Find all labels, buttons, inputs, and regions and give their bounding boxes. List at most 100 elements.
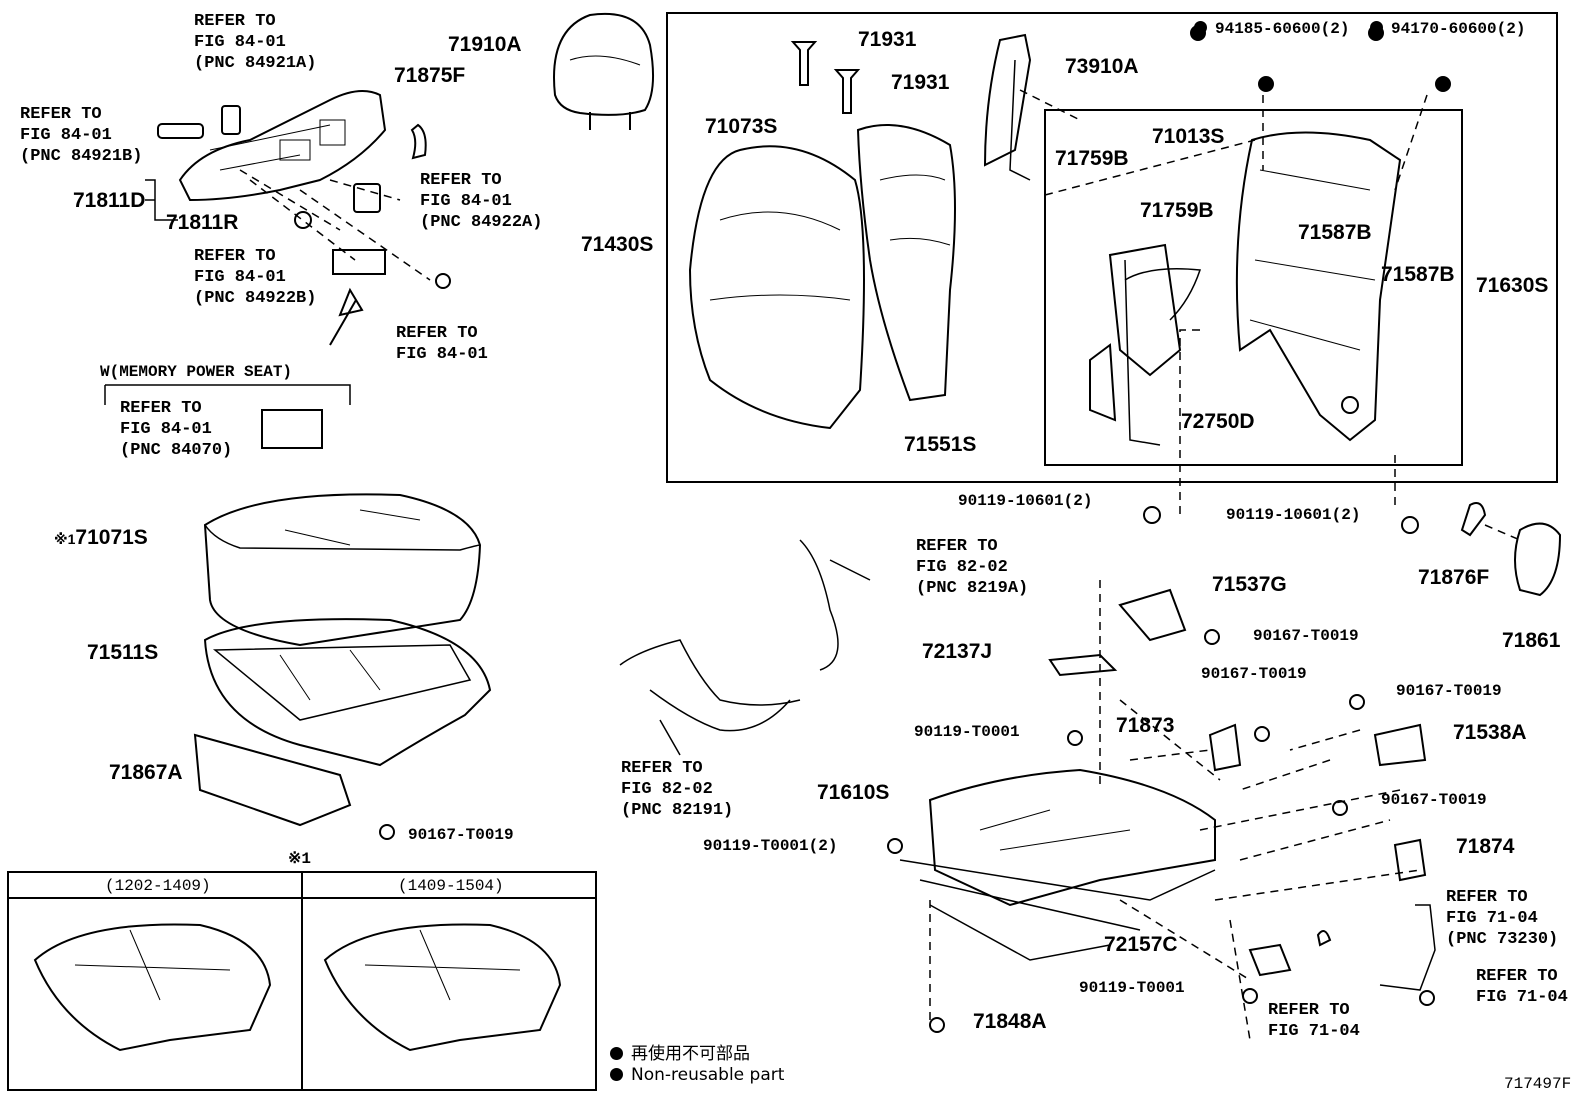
label-90119-t0001-c: 90119-T0001	[1079, 979, 1185, 997]
label-71013s: 71013S	[1152, 125, 1225, 148]
legend-en-text: Non-reusable part	[631, 1065, 785, 1085]
label-71875f: 71875F	[394, 64, 466, 87]
knob-71861	[1514, 522, 1562, 597]
ref-line: REFER TO	[420, 171, 502, 190]
cushion-cover-71071s	[203, 493, 482, 647]
label-71873: 71873	[1116, 714, 1175, 737]
label-71587b-a: 71587B	[1298, 221, 1372, 244]
ref-line: REFER TO	[621, 759, 703, 778]
ref-line: (PNC 84921B)	[20, 147, 143, 166]
pin-71931b	[833, 69, 861, 114]
part-number: 94185-60600(2)	[1215, 20, 1350, 38]
ref-line: REFER TO	[1476, 967, 1558, 986]
ref-line: REFER TO	[396, 324, 478, 343]
bracket-71538a	[1373, 723, 1427, 767]
screw-90167-t0019-a	[379, 824, 395, 840]
label-71848a: 71848A	[973, 1010, 1047, 1033]
switch-84922a	[353, 183, 381, 213]
screw-84-01	[435, 273, 451, 289]
bracket-71874	[1393, 838, 1427, 882]
label-71511s: 71511S	[87, 641, 159, 664]
ref-line: FIG 71-04	[1476, 988, 1568, 1007]
non-reusable-icon	[1194, 21, 1207, 34]
legend-jp: 再使用不可部品	[610, 1039, 750, 1064]
bracket-71537g	[1118, 588, 1187, 642]
memory-seat-label: W(MEMORY POWER SEAT)	[100, 363, 293, 381]
label-72157c: 72157C	[1104, 933, 1178, 956]
label-71587b-b: 71587B	[1381, 263, 1455, 286]
label-90167-t0019-d: 90167-T0019	[1396, 682, 1502, 700]
label-90167-t0019-e: 90167-T0019	[1381, 791, 1487, 809]
variant-left-label: (1202-1409)	[105, 877, 211, 895]
bracket-71873	[1208, 723, 1242, 772]
label-71073s: 71073S	[705, 115, 778, 138]
seatback-group-box	[666, 12, 1558, 483]
legend-en: Non-reusable part	[610, 1065, 784, 1085]
ref-line: FIG 82-02	[916, 558, 1008, 577]
label-72137j: 72137J	[922, 640, 993, 663]
label-71867a: 71867A	[109, 761, 183, 784]
ref-line: (PNC 73230)	[1446, 930, 1559, 949]
headrest-71910a	[553, 12, 654, 130]
variant-right-label: (1409-1504)	[398, 877, 504, 895]
switch-84921a	[221, 105, 241, 135]
memory-module-84070	[261, 409, 323, 449]
ref-line: FIG 84-01	[194, 268, 286, 287]
ref-8219a: REFER TO FIG 82-02 (PNC 8219A)	[916, 536, 1028, 599]
label-90167-t0019-c: 90167-T0019	[1201, 665, 1307, 683]
ref-line: REFER TO	[194, 12, 276, 31]
ref-line: FIG 71-04	[1446, 909, 1538, 928]
ref-line: REFER TO	[916, 537, 998, 556]
ref-line: (PNC 84922A)	[420, 213, 543, 232]
label-90119-t0001-a: 90119-T0001	[914, 723, 1020, 741]
label-71610s: 71610S	[817, 781, 890, 804]
label-72750d: 72750D	[1181, 410, 1255, 433]
label-94185: 94185-60600(2)	[1194, 19, 1349, 40]
ref-line: FIG 82-02	[621, 780, 713, 799]
bolt-90119-10601a	[1143, 506, 1161, 524]
part-number: 71071S	[75, 526, 148, 549]
label-71874: 71874	[1456, 835, 1515, 858]
ref-line: REFER TO	[120, 399, 202, 418]
label-71861: 71861	[1502, 629, 1561, 652]
label-90119-t0001-b: 90119-T0001(2)	[703, 837, 838, 855]
ref-line: REFER TO	[20, 105, 102, 124]
ref-line: (PNC 8219A)	[916, 579, 1029, 598]
ref-84921b: REFER TO FIG 84-01 (PNC 84921B)	[20, 104, 142, 167]
label-90167-t0019-a: 90167-T0019	[408, 826, 514, 844]
label-71931a: 71931	[858, 28, 917, 51]
seatback-cover-71073s	[688, 124, 956, 430]
frame-71630s	[1235, 131, 1402, 442]
label-90119-10601-a: 90119-10601(2)	[958, 492, 1093, 510]
non-reusable-icon	[610, 1047, 623, 1060]
label-90167-t0019-b: 90167-T0019	[1253, 627, 1359, 645]
ref-84922a: REFER TO FIG 84-01 (PNC 84922A)	[420, 170, 542, 233]
label-71430s: 71430S	[581, 233, 654, 256]
label-90119-10601-b: 90119-10601(2)	[1226, 506, 1361, 524]
note-marker: ※1	[54, 531, 76, 547]
ref-7104-a: REFER TO FIG 71-04	[1476, 966, 1568, 1008]
cover-71875f	[410, 123, 427, 160]
switch-84922b	[332, 249, 386, 275]
cover-72137j	[1048, 653, 1118, 677]
variant-right-cushion	[323, 923, 562, 1052]
ref-line: FIG 84-01	[420, 192, 512, 211]
label-71759b-a: 71759B	[1055, 147, 1129, 170]
ref-line: (PNC 84070)	[120, 441, 233, 460]
ref-line: FIG 84-01	[20, 126, 112, 145]
variant-left-cushion	[33, 923, 272, 1052]
label-71538a: 71538A	[1453, 721, 1527, 744]
cover-72157c	[1248, 943, 1292, 977]
ref-line: REFER TO	[1268, 1001, 1350, 1020]
belt-buckle-73230	[1379, 904, 1436, 991]
seat-track-71610s	[899, 768, 1216, 961]
ref-line: (PNC 82191)	[621, 801, 734, 820]
label-71071s: ※171071S	[54, 527, 148, 550]
clip-71811r	[294, 211, 312, 229]
frame-subgroup-box	[1044, 109, 1463, 466]
